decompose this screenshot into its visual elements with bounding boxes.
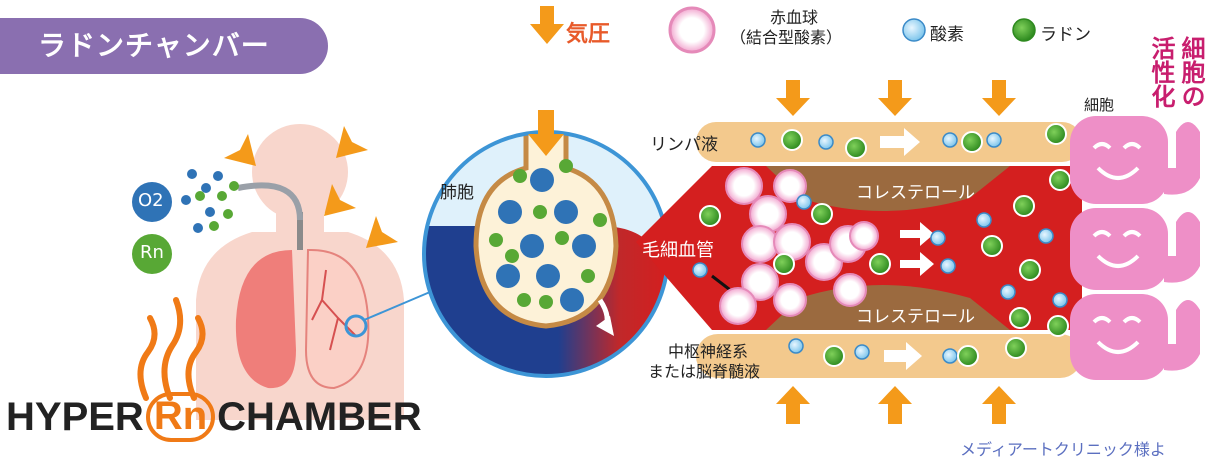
logo-flame-icon [137,297,206,401]
title-badge: ラドンチャンバー [0,18,328,74]
cell-face [1070,294,1168,380]
cell-face [1070,116,1168,204]
alveolus-label: 肺胞 [440,183,474,203]
pressure-arrows-vessel [776,80,1016,424]
legend-radon-label: ラドン [1040,25,1091,45]
molecule-spray [132,169,239,274]
cns-label-2: または脳脊髄液 [648,362,761,381]
logo-rn-text: Rn [145,392,216,442]
o2-symbol: O2 [138,190,164,211]
pressure-arrow-icon [530,6,564,44]
alveolus-zoom [422,110,670,378]
activation-text-col2: 活性化 [1147,36,1175,108]
pressure-arrows-body [214,116,408,248]
cell-label: 細胞 [1084,96,1115,114]
logo-hyper-text: HYPER [6,394,144,439]
red-blood-cells [719,167,879,325]
credit-text: メディアートクリニック様よ [960,440,1166,459]
radon-icon [1012,18,1036,42]
left-lung [235,250,296,389]
legend-oxygen-label: 酸素 [930,25,964,45]
legend-rbc-label-2: （結合型酸素） [730,28,843,47]
cns-label-1: 中枢神経系 [668,342,749,361]
legend-rbc-label-1: 赤血球 [770,8,819,27]
hyper-rn-chamber-logo: HYPER Rn CHAMBER [6,392,422,442]
lymph-label: リンパ液 [650,135,718,155]
radon-dots [699,123,1071,367]
cholesterol-bottom-label: コレステロール [856,307,975,327]
capillary-label: 毛細血管 [642,240,714,261]
activation-text-col1: 細胞の [1177,36,1205,108]
cholesterol-top-label: コレステロール [856,183,975,203]
logo-chamber-text: CHAMBER [217,394,422,439]
oxygen-icon [902,18,926,42]
legend-pressure-label: 気圧 [566,22,611,47]
human-silhouette [196,124,431,420]
rn-symbol: Rn [140,242,164,263]
oxygen-dots [692,132,1068,364]
legend-icons [530,6,1036,54]
rbc-icon [668,6,716,54]
cell-face [1070,208,1168,290]
cells [1070,116,1200,380]
